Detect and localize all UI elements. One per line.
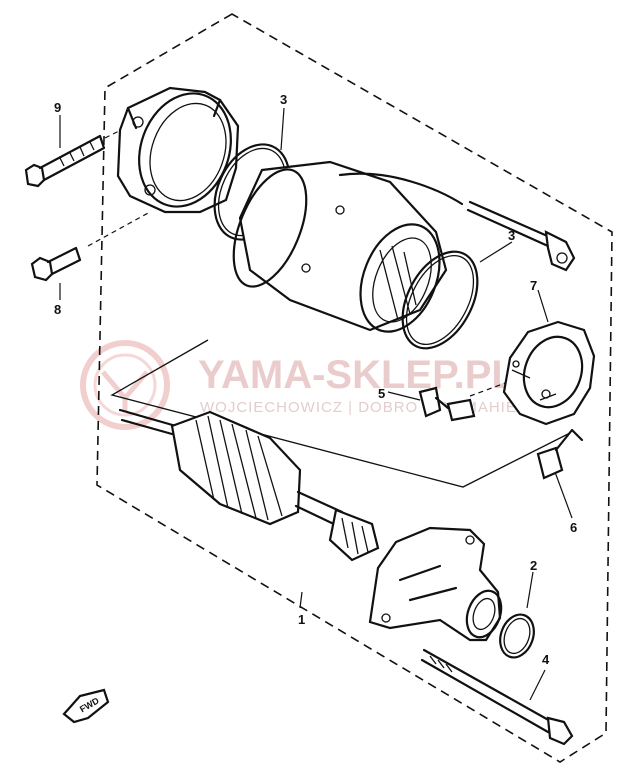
armature-group-outline	[110, 339, 571, 488]
part-5-brush	[418, 386, 476, 422]
part-9-bolt	[24, 134, 106, 188]
callout-1: 1	[298, 612, 305, 627]
watermark-logo-icon	[80, 340, 170, 430]
part-2-o-ring	[499, 613, 535, 659]
callout-8: 8	[54, 302, 61, 317]
callout-6: 6	[570, 520, 577, 535]
callout-7: 7	[530, 278, 537, 293]
callout-3b: 3	[508, 228, 515, 243]
fwd-direction-badge: FWD	[62, 688, 110, 724]
part-8-bolt	[30, 246, 82, 282]
front-end-cover	[368, 526, 503, 642]
rear-end-cover	[116, 86, 240, 214]
assembly-boundary	[96, 13, 613, 763]
part-6-brush	[536, 428, 584, 480]
part-4-through-bolt	[420, 648, 574, 746]
watermark-brand: YAMA-SKLEP.PL	[198, 353, 516, 397]
yoke-housing	[232, 160, 576, 333]
callout-5: 5	[378, 386, 385, 401]
callout-3a: 3	[280, 92, 287, 107]
part-3-o-ring-lower	[401, 250, 479, 350]
callout-2: 2	[530, 558, 537, 573]
callout-9: 9	[54, 100, 61, 115]
part-7-brush-plate	[502, 320, 596, 426]
callout-4: 4	[542, 652, 550, 667]
armature	[118, 408, 380, 562]
